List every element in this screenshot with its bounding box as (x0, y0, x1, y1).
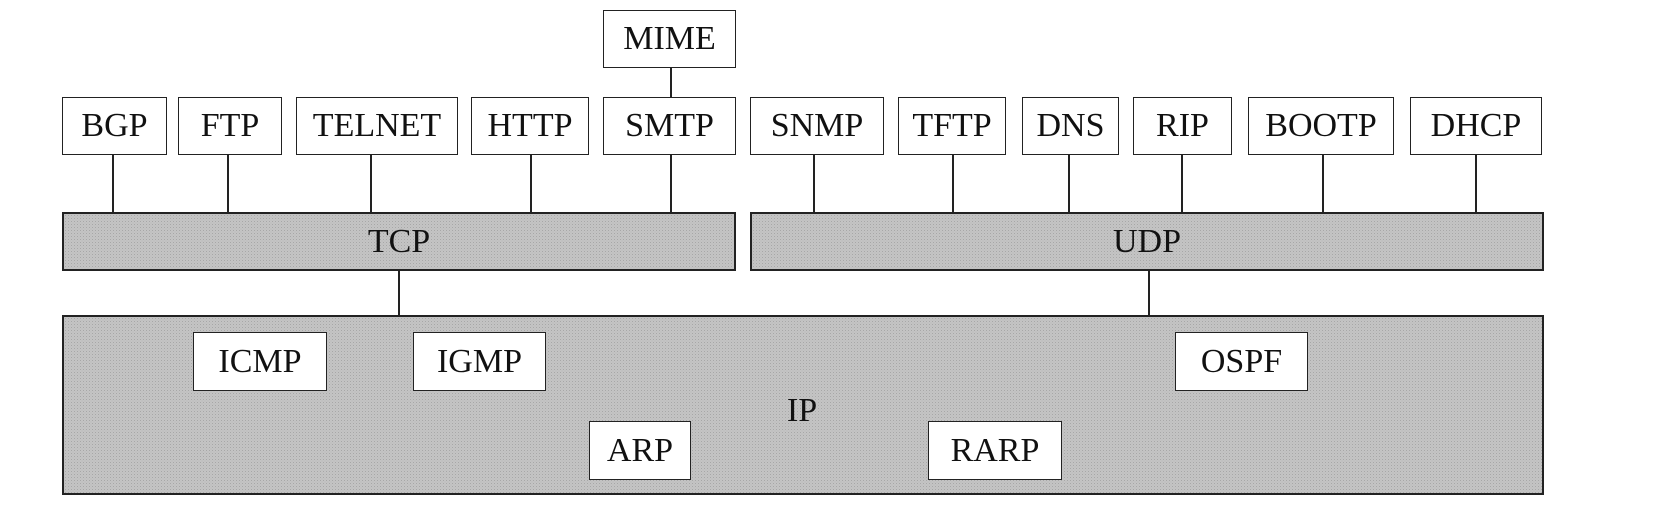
connector-bgp-tcp (112, 155, 114, 213)
tftp-label: TFTP (912, 107, 992, 144)
connector-dhcp-udp (1475, 155, 1477, 213)
tftp-box: TFTP (898, 97, 1006, 155)
connector-tftp-udp (952, 155, 954, 213)
arp-label: ARP (606, 431, 674, 469)
connector-dns-udp (1068, 155, 1070, 213)
rarp-box: RARP (928, 421, 1062, 480)
tcp-label: TCP (367, 222, 431, 260)
connector-mime-smtp (670, 68, 672, 98)
connector-tcp-ip (398, 270, 400, 315)
bootp-label: BOOTP (1265, 107, 1377, 144)
rip-box: RIP (1133, 97, 1232, 155)
telnet-box: TELNET (296, 97, 458, 155)
rip-label: RIP (1156, 107, 1209, 144)
dhcp-label: DHCP (1430, 107, 1522, 144)
udp-label: UDP (1112, 222, 1182, 260)
connector-http-tcp (530, 155, 532, 213)
connector-telnet-tcp (370, 155, 372, 213)
rarp-label: RARP (950, 431, 1040, 469)
bgp-box: BGP (62, 97, 167, 155)
udp-layer: UDP (750, 212, 1544, 271)
icmp-label: ICMP (218, 342, 302, 380)
http-box: HTTP (471, 97, 589, 155)
igmp-label: IGMP (436, 342, 523, 380)
bootp-box: BOOTP (1248, 97, 1394, 155)
connector-udp-ip (1148, 270, 1150, 315)
mime-box: MIME (603, 10, 736, 68)
smtp-box: SMTP (603, 97, 736, 155)
connector-bootp-udp (1322, 155, 1324, 213)
dhcp-box: DHCP (1410, 97, 1542, 155)
dns-label: DNS (1036, 107, 1105, 144)
ftp-box: FTP (178, 97, 282, 155)
bgp-label: BGP (81, 107, 148, 144)
dns-box: DNS (1022, 97, 1119, 155)
ip-label: IP (786, 392, 818, 429)
connector-ftp-tcp (227, 155, 229, 213)
telnet-label: TELNET (312, 107, 442, 144)
connector-smtp-tcp (670, 155, 672, 213)
mime-label: MIME (623, 20, 716, 57)
ospf-box: OSPF (1175, 332, 1308, 391)
connector-rip-udp (1181, 155, 1183, 213)
tcp-layer: TCP (62, 212, 736, 271)
arp-box: ARP (589, 421, 691, 480)
snmp-box: SNMP (750, 97, 884, 155)
connector-snmp-udp (813, 155, 815, 213)
smtp-label: SMTP (625, 107, 714, 144)
icmp-box: ICMP (193, 332, 327, 391)
igmp-box: IGMP (413, 332, 546, 391)
ospf-label: OSPF (1200, 342, 1283, 380)
ftp-label: FTP (200, 107, 260, 144)
snmp-label: SNMP (770, 107, 864, 144)
http-label: HTTP (487, 107, 573, 144)
